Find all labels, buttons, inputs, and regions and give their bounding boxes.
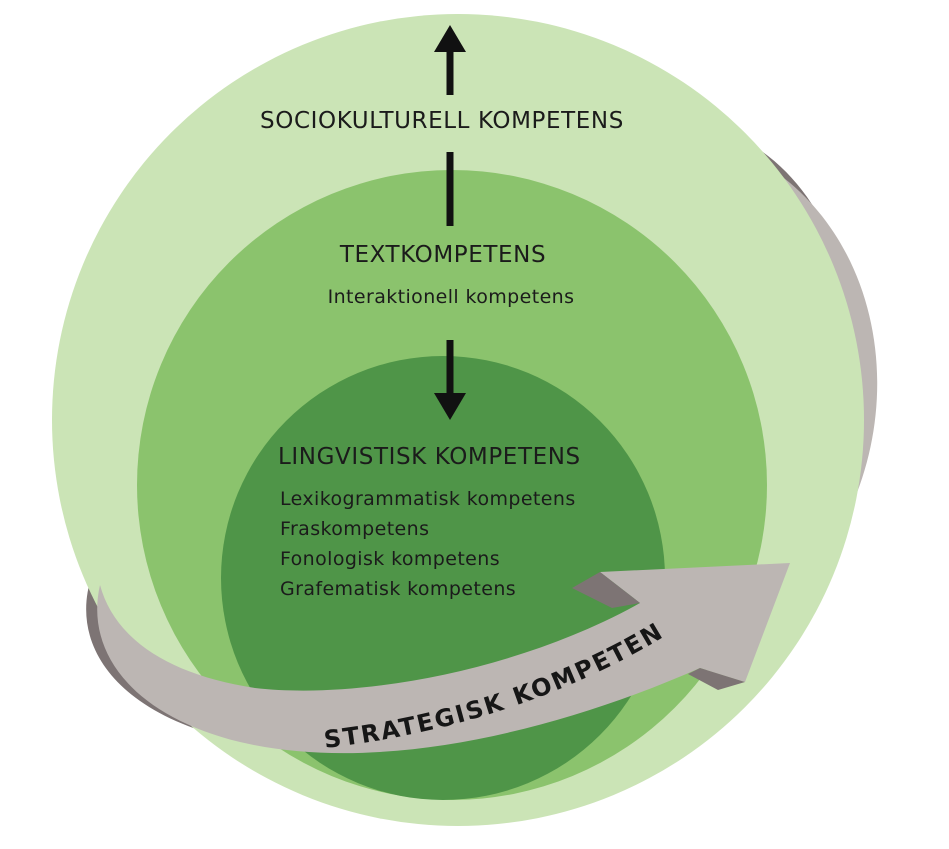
inner-title: LINGVISTISK KOMPETENS [278,444,581,470]
middle-title: TEXTKOMPETENS [339,242,546,268]
down-arrow-head-icon [434,393,466,420]
outer-title: SOCIOKULTURELL KOMPETENS [260,108,624,134]
strategic-band-head-shadow [688,668,745,690]
inner-item: Grafematisk kompetens [280,578,516,600]
inner-item: Fraskompetens [280,518,429,540]
middle-subtitle: Interaktionell kompetens [328,286,575,308]
inner-item: Fonologisk kompetens [280,548,500,570]
inner-item: Lexikogrammatisk kompetens [280,488,576,510]
up-arrow-head-icon [434,25,466,52]
strategic-band-front-shadow [572,572,640,608]
strategic-band-front [97,563,790,754]
